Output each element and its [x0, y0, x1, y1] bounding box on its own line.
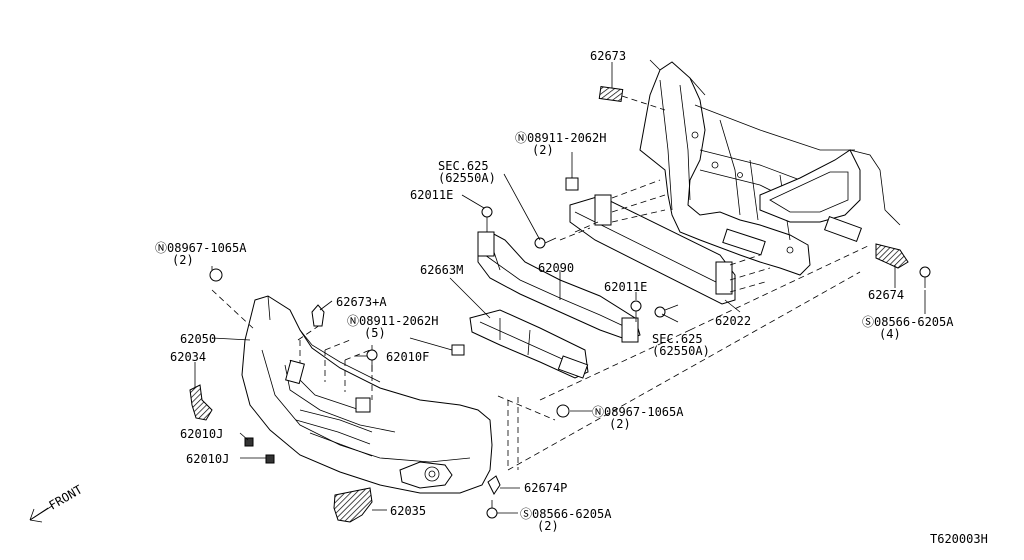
label-sec625-right-ref: (62550A) — [652, 344, 710, 358]
leader-lines — [194, 62, 926, 514]
label-08967-right-qty: (2) — [609, 417, 631, 431]
label-62090: 62090 — [538, 261, 574, 275]
front-direction-arrow — [29, 505, 53, 523]
clip-62674p — [487, 475, 501, 495]
label-08566-right: Ⓢ08566-6205A — [862, 315, 954, 329]
front-bumper-fascia — [241, 295, 493, 494]
label-62674: 62674 — [868, 288, 904, 302]
fascia-attach-lines — [211, 244, 871, 471]
label-08911-lower-qty: (5) — [364, 326, 386, 340]
bolt-08566-bottom — [486, 500, 498, 519]
reinforcement-attach-lines — [559, 179, 771, 293]
clip-62011e-left — [481, 206, 493, 232]
label-08911-upper-qty: (2) — [532, 143, 554, 157]
label-sec625-left: SEC.625 — [438, 159, 489, 173]
bolt-08566-right — [919, 266, 931, 288]
bolt-sec625-left — [534, 237, 557, 249]
nut-08967-left — [209, 268, 223, 282]
front-label: FRONT — [47, 482, 85, 512]
nut-08967-right — [556, 404, 570, 418]
clip-62011e-right — [630, 300, 642, 322]
label-08566-bottom-qty: (2) — [537, 519, 559, 533]
diagram-id: T620003H — [930, 532, 988, 546]
nut-08911-lower — [451, 344, 465, 356]
fascia-bracket-left — [285, 359, 305, 385]
label-08967-left-qty: (2) — [172, 253, 194, 267]
bumper-side-bracket — [189, 384, 213, 421]
front-under-cover — [469, 309, 589, 379]
label-08967-right: Ⓝ08967-1065A — [592, 405, 684, 419]
label-62011e-left: 62011E — [410, 188, 453, 202]
label-62010j-lower: 62010J — [186, 452, 229, 466]
label-08566-bottom: Ⓢ08566-6205A — [520, 507, 612, 521]
label-sec625-left-ref: (62550A) — [438, 171, 496, 185]
bolt-sec625-right — [654, 304, 679, 318]
clip-62010j-upper — [244, 437, 254, 447]
label-62010f: 62010F — [386, 350, 429, 364]
label-08911-upper: Ⓝ08911-2062H — [515, 131, 606, 145]
part-labels: 62673 Ⓝ08911-2062H (2) SEC.625 (62550A) … — [47, 49, 988, 546]
label-08566-right-qty: (4) — [879, 327, 901, 341]
label-62010j-upper: 62010J — [180, 427, 223, 441]
fog-lamp-bezel — [333, 487, 373, 523]
label-62673a: 62673+A — [336, 295, 387, 309]
label-sec625-right: SEC.625 — [652, 332, 703, 346]
label-62674p: 62674P — [524, 481, 567, 495]
label-62673: 62673 — [590, 49, 626, 63]
label-62035: 62035 — [390, 504, 426, 518]
energy-absorber — [477, 231, 641, 343]
clip-62010j-lower — [265, 454, 275, 464]
clip-62010f — [366, 349, 378, 372]
bumper-bracket-right — [875, 243, 909, 269]
label-08911-lower: Ⓝ08911-2062H — [347, 314, 438, 328]
label-62034: 62034 — [170, 350, 206, 364]
fascia-bracket-right — [355, 397, 371, 413]
clip-62673a — [311, 304, 325, 327]
nut-08911-upper — [565, 152, 579, 191]
label-08967-left: Ⓝ08967-1065A — [155, 241, 247, 255]
hood-bumper-spring — [598, 85, 624, 103]
label-62022: 62022 — [715, 314, 751, 328]
label-62050: 62050 — [180, 332, 216, 346]
label-62663m: 62663M — [420, 263, 463, 277]
label-62011e-right: 62011E — [604, 280, 647, 294]
bumper-reinforcement — [569, 194, 736, 305]
